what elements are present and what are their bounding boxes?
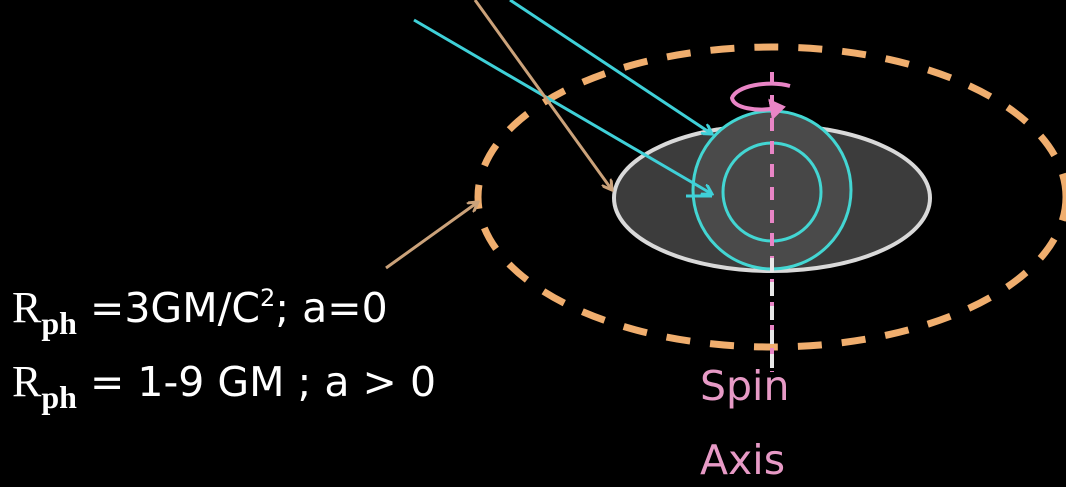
axis-label: Axis <box>700 436 786 484</box>
incoming-ray-cyan-1 <box>509 0 712 134</box>
radius-symbol: R <box>12 283 42 332</box>
incoming-ray-cyan-2 <box>413 18 712 194</box>
photon-orbit-ring <box>474 43 1066 351</box>
equation-tail: ; a=0 <box>275 284 388 332</box>
pointer-to-orbit-ray <box>385 202 478 270</box>
radius-symbol: R <box>12 357 42 406</box>
radius-subscript: ph <box>41 305 77 341</box>
photon-radius-equation-a-positive: Rph = 1-9 GM ; a > 0 <box>12 357 437 414</box>
equation-rhs: = 1-9 GM ; a > 0 <box>76 358 437 406</box>
photon-radius-equation-a0: Rph =3GM/C2; a=0 <box>12 283 388 340</box>
spin-label: Spin <box>700 362 790 410</box>
radius-subscript: ph <box>41 379 77 415</box>
rotation-arrow-icon <box>729 81 791 121</box>
incoming-ray-tan-1 <box>473 0 612 190</box>
equation-superscript: 2 <box>260 284 276 312</box>
equation-rhs: =3GM/C <box>76 284 261 332</box>
